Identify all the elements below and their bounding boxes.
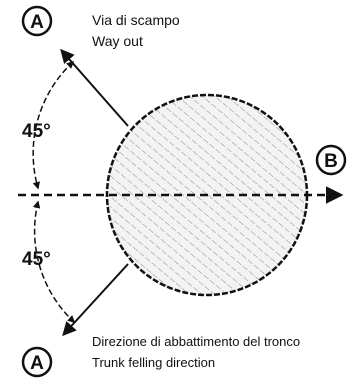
marker-escape-top: A (21, 5, 53, 37)
marker-felling: B (315, 144, 347, 176)
marker-escape-bottom-letter: A (30, 353, 44, 374)
caption-fell-it: Direzione di abbattimento del tronco (92, 334, 300, 349)
angle-arc-lower (32, 200, 76, 324)
marker-escape-top-letter: A (30, 12, 44, 33)
caption-escape-en: Way out (92, 33, 143, 49)
caption-escape-it: Via di scampo (92, 12, 180, 28)
angle-label-upper: 45° (22, 121, 51, 142)
angle-label-lower: 45° (22, 249, 51, 270)
angle-arc-upper (32, 60, 75, 190)
marker-felling-letter: B (324, 151, 338, 172)
escape-route-lower-arrow (62, 263, 129, 337)
caption-fell-en: Trunk felling direction (92, 355, 215, 370)
marker-escape-bottom: A (21, 346, 53, 378)
